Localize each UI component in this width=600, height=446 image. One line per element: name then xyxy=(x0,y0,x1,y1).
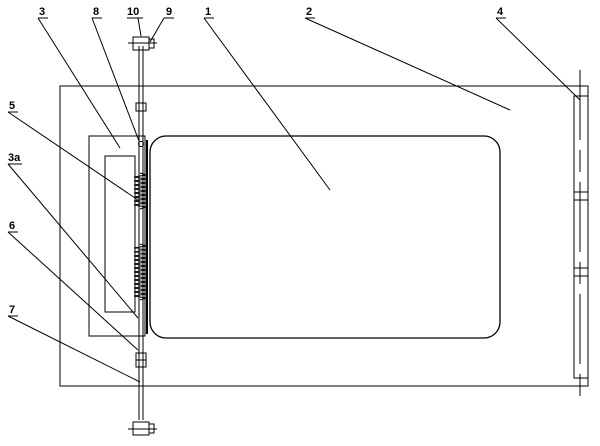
label-9: 9 xyxy=(166,6,172,18)
leader-lines xyxy=(7,17,581,383)
label-6: 6 xyxy=(9,220,15,232)
inner-slot xyxy=(104,155,136,313)
leader-2 xyxy=(304,17,511,111)
hinge-strip xyxy=(573,95,589,379)
label-3a: 3a xyxy=(8,152,21,164)
leader-4 xyxy=(495,17,581,101)
leader-1 xyxy=(203,17,331,191)
label-2: 2 xyxy=(306,6,312,18)
label-7: 7 xyxy=(9,304,15,316)
leader-10 xyxy=(137,17,142,37)
leader-8 xyxy=(91,17,140,142)
leader-6 xyxy=(7,231,139,351)
upper-spring xyxy=(133,172,147,210)
top-guide xyxy=(135,102,147,112)
label-5: 5 xyxy=(9,100,15,112)
leader-9 xyxy=(149,17,165,43)
leader-3 xyxy=(37,17,121,149)
label-10: 10 xyxy=(127,6,139,18)
lower-spring xyxy=(133,243,147,301)
leader-7 xyxy=(7,315,141,383)
label-4: 4 xyxy=(497,6,504,18)
leader-3a xyxy=(7,163,139,319)
label-3: 3 xyxy=(39,6,45,18)
left-box xyxy=(88,135,146,337)
pivot-pin xyxy=(138,141,144,147)
label-1: 1 xyxy=(205,6,211,18)
label-8: 8 xyxy=(93,6,99,18)
rounded-panel xyxy=(149,135,501,339)
leader-5 xyxy=(7,111,139,201)
